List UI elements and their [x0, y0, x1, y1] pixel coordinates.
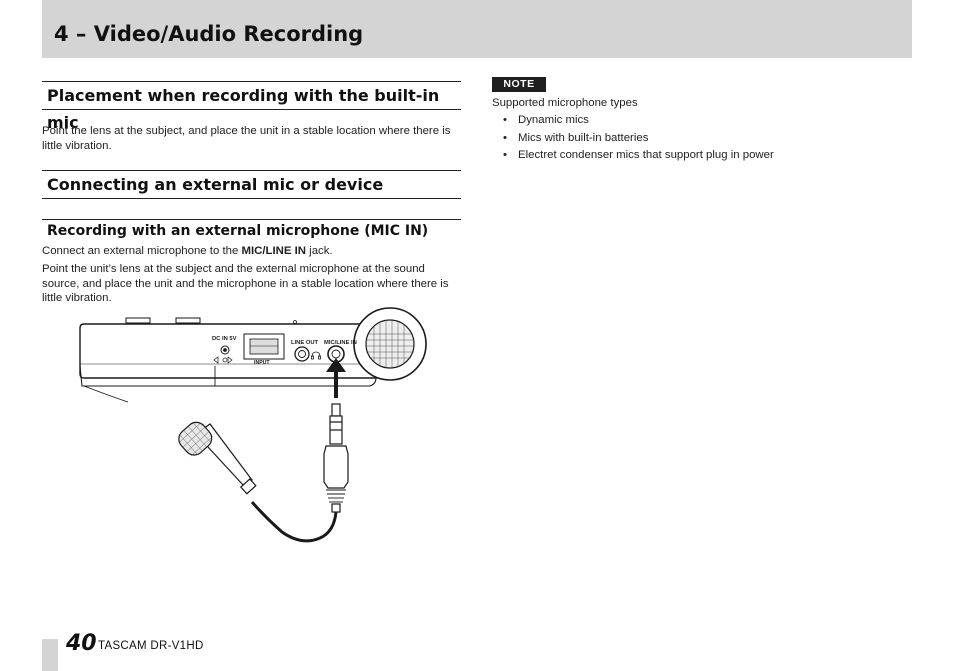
product-name: TASCAM DR-V1HD — [98, 640, 204, 652]
dc-in-label: DC IN 5V — [212, 336, 237, 342]
mic-line-in-label: MIC/LINE IN — [324, 340, 357, 346]
note-intro: Supported microphone types — [492, 97, 638, 109]
list-item: • Dynamic mics — [492, 113, 774, 131]
chapter-header-bar: 4 – Video/Audio Recording — [42, 0, 912, 58]
mic-types-list: • Dynamic mics • Mics with built-in batter… — [492, 113, 774, 166]
section-heading-external-mic: Connecting an external mic or device — [42, 170, 461, 199]
power-symbols-icon — [213, 356, 233, 364]
connect-suffix: jack. — [306, 245, 333, 257]
mic-line-in-jack-name: MIC/LINE IN — [241, 245, 307, 257]
builtin-mic-paragraph: Point the lens at the subject, and place… — [42, 125, 451, 152]
bullet-icon: • — [503, 149, 507, 161]
placement-paragraph: Point the unit’s lens at the subject and… — [42, 263, 449, 305]
mini-plug-icon — [323, 403, 349, 513]
external-mic-connection-illustration: DC IN 5V INPUT LINE OUT MIC/LINE IN — [79, 307, 427, 543]
bullet-icon: • — [503, 114, 507, 126]
list-item-text: Electret condenser mics that support plu… — [518, 149, 774, 161]
page-number: 40 — [66, 631, 97, 656]
input-label: INPUT — [254, 360, 270, 366]
bullet-icon: • — [503, 131, 507, 144]
chapter-title: 4 – Video/Audio Recording — [54, 22, 364, 46]
mic-cable — [250, 501, 338, 543]
list-item-text: Dynamic mics — [518, 114, 589, 126]
connect-instruction: Connect an external microphone to the MI… — [42, 244, 464, 259]
section-heading-builtin-mic: Placement when recording with the built-… — [42, 81, 461, 132]
subheading-mic-in: Recording with an external microphone (M… — [42, 219, 461, 239]
line-out-label: LINE OUT — [291, 340, 319, 346]
connect-prefix: Connect an external microphone to the — [42, 245, 242, 257]
speaker-grille-icon — [353, 307, 427, 381]
headphones-icon — [311, 351, 321, 360]
list-item: • Mics with built-in batteries — [492, 131, 774, 149]
recorder-body — [79, 307, 427, 403]
microphone-icon — [178, 421, 257, 495]
insert-arrow-icon — [326, 358, 346, 398]
list-item-text: Mics with built-in batteries — [518, 131, 649, 144]
list-item: • Electret condenser mics that support pl… — [492, 148, 774, 166]
footer-tab — [42, 639, 58, 671]
note-badge: NOTE — [492, 77, 546, 92]
